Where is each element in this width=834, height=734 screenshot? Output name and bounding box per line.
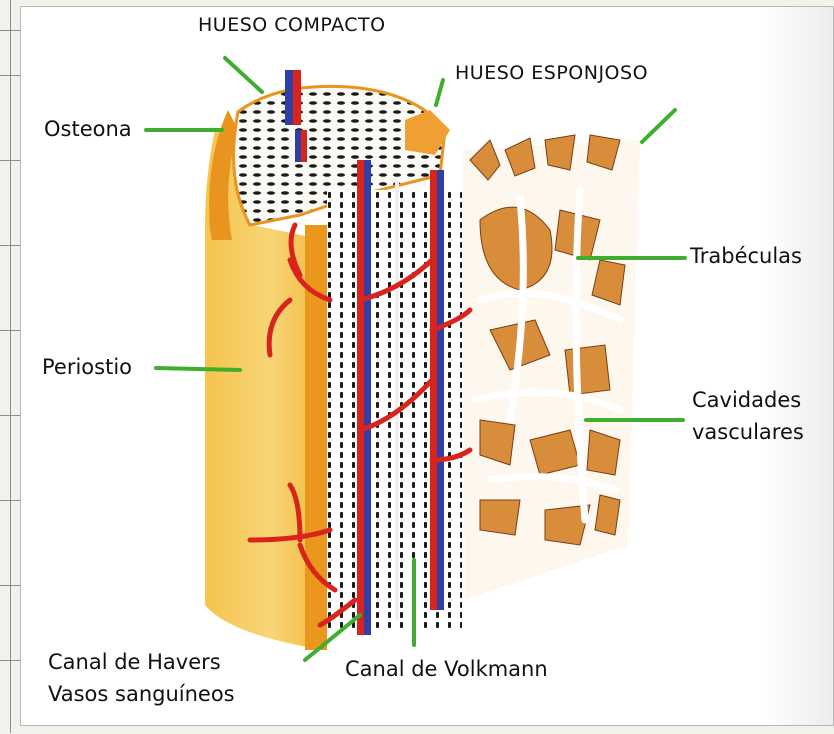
label-trabeculas: Trabéculas: [690, 244, 802, 268]
label-hueso-esponjoso: HUESO ESPONJOSO: [455, 62, 648, 84]
label-cavidades: Cavidades: [692, 388, 801, 412]
label-canal-volkmann: Canal de Volkmann: [345, 657, 548, 681]
label-canal-havers: Canal de Havers: [48, 650, 221, 674]
compact-bone-divider: [395, 180, 399, 620]
label-vasos-sanguineos: Vasos sanguíneos: [48, 682, 235, 706]
label-osteona: Osteona: [44, 117, 132, 141]
label-periostio: Periostio: [42, 355, 132, 379]
label-vasculares: vasculares: [692, 420, 804, 444]
label-hueso-compacto: HUESO COMPACTO: [198, 14, 386, 36]
